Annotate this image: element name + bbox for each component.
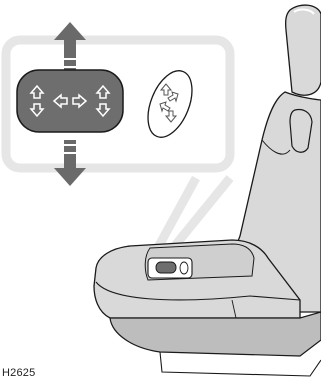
headrest	[286, 5, 321, 95]
seat-side-switch-panel	[148, 258, 192, 278]
figure-reference-code: H2625	[2, 367, 35, 379]
seat-position-switch	[17, 70, 123, 132]
